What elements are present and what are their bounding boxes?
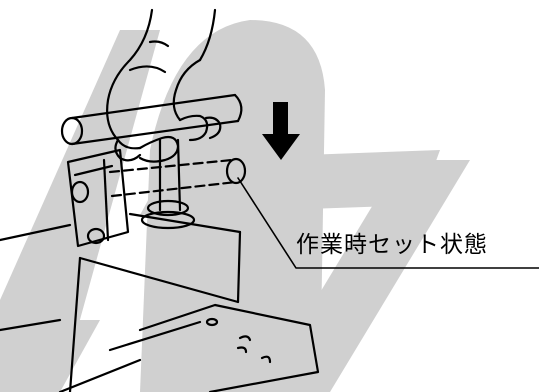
- watermark-shapes: [0, 20, 470, 392]
- callout-label: 作業時セット状態: [296, 234, 488, 257]
